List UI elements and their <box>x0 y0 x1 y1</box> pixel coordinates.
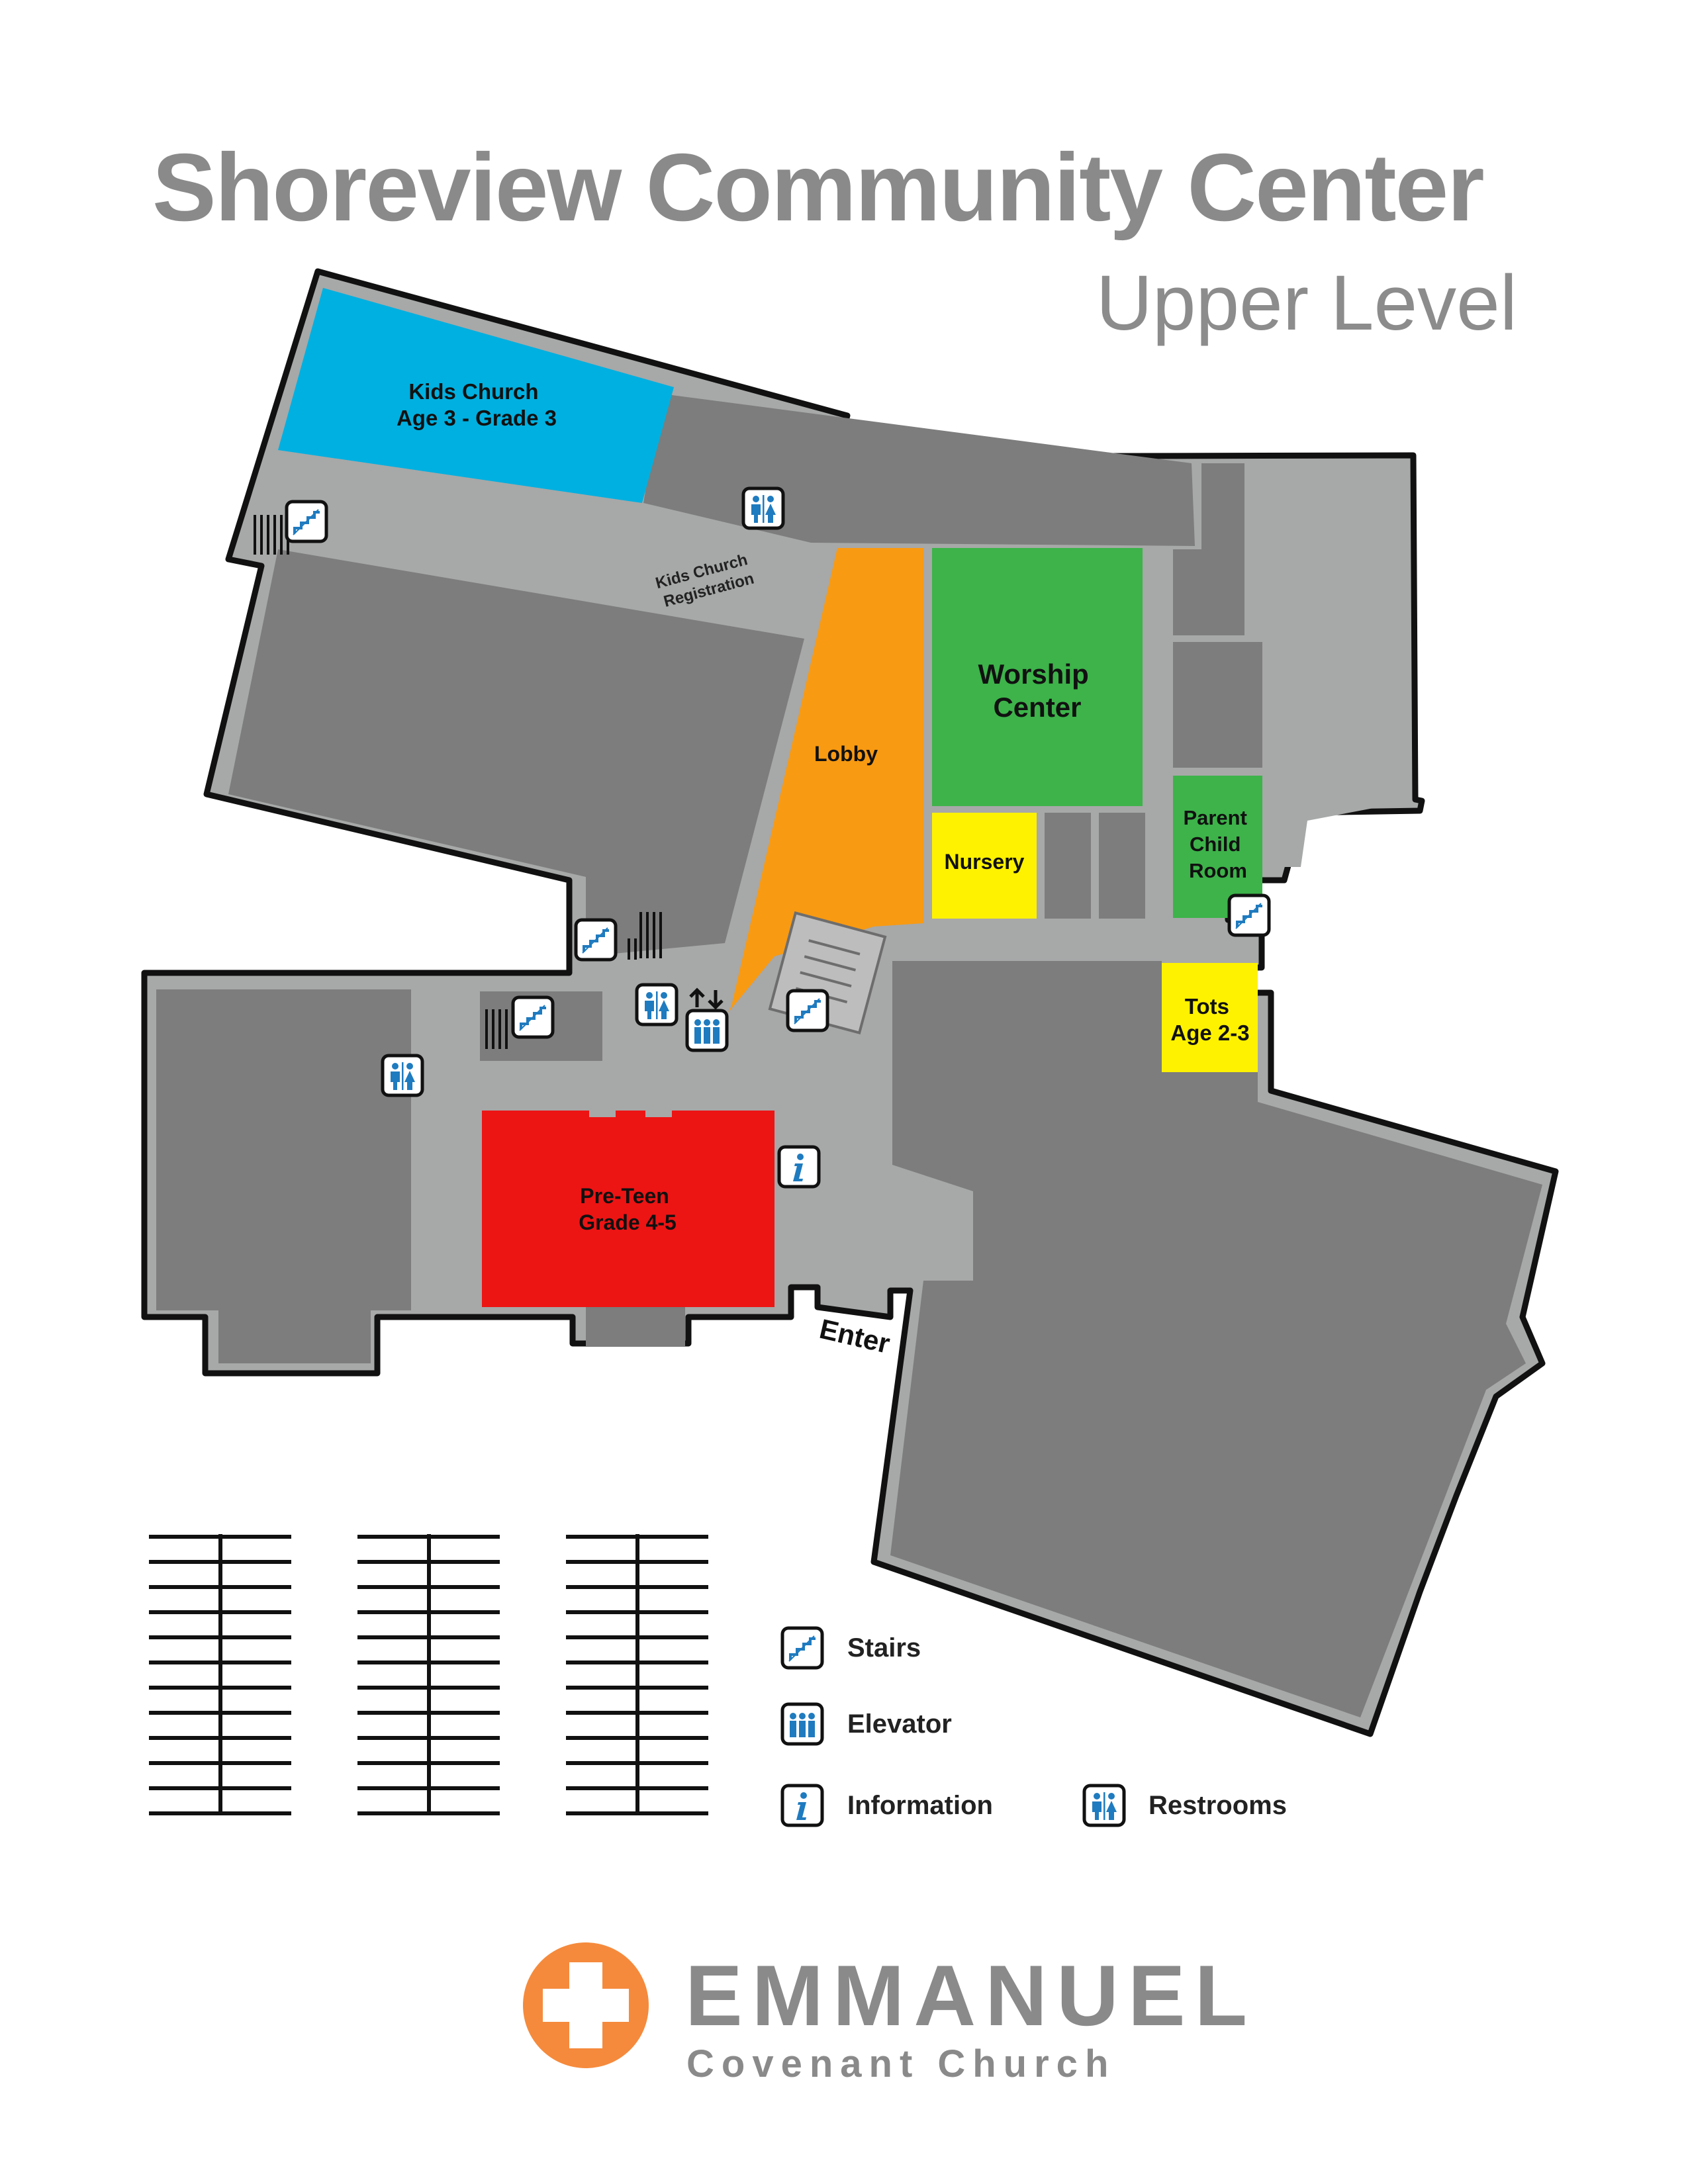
room-storage-1 <box>1045 813 1091 919</box>
elevator-arrows-icon <box>689 987 724 1010</box>
room-east-top <box>1173 549 1244 635</box>
legend: Stairs Elevator Information Restrooms <box>782 1628 1287 1825</box>
level-subtitle: Upper Level <box>1096 259 1517 347</box>
room-storage-2 <box>1099 813 1145 919</box>
room-entry-south <box>586 1307 685 1347</box>
room-lobby <box>728 548 923 1013</box>
nursery-label: Nursery <box>945 850 1025 874</box>
page-title: Shoreview Community Center <box>152 134 1485 241</box>
enter-label: Enter <box>817 1313 893 1359</box>
stairs-icon[interactable] <box>1229 895 1269 935</box>
parking-lot-east <box>566 1534 708 1815</box>
information-icon[interactable] <box>779 1147 819 1187</box>
restroom-icon[interactable] <box>383 1056 422 1095</box>
legend-stairs-label: Stairs <box>847 1633 921 1662</box>
restroom-icon[interactable] <box>743 488 783 528</box>
worship-center-label: Worship Center <box>978 659 1097 723</box>
parking-lot-center <box>357 1534 500 1815</box>
room-tots <box>1162 963 1258 1072</box>
parent-child-room-label: Parent Child Room <box>1183 806 1252 882</box>
room-kids-church <box>278 288 674 503</box>
room-southwest-2 <box>218 1224 371 1363</box>
room-nursery <box>932 813 1037 919</box>
information-icon <box>782 1786 822 1825</box>
orange-cross-logo <box>523 1942 649 2068</box>
room-east-mid <box>1173 642 1262 768</box>
room-east-corridor-end <box>1268 463 1409 867</box>
legend-information-label: Information <box>847 1791 993 1820</box>
stair-treads-center <box>628 912 662 960</box>
parking-lot-west <box>149 1534 291 1815</box>
restroom-icon[interactable] <box>637 985 677 1024</box>
pre-teen-label: Pre-Teen Grade 4-5 <box>579 1184 677 1234</box>
stairs-icon[interactable] <box>788 991 827 1030</box>
room-gymnasium-west <box>228 549 804 956</box>
logo-name: EMMANUEL <box>685 1947 1257 2044</box>
elevator-icon[interactable] <box>687 1011 727 1050</box>
legend-elevator-label: Elevator <box>847 1709 952 1739</box>
stairs-icon[interactable] <box>513 997 553 1037</box>
logo-tagline: Covenant Church <box>686 2042 1116 2085</box>
stairs-icon[interactable] <box>576 920 616 960</box>
kids-church-label: Kids Church Age 3 - Grade 3 <box>397 379 557 430</box>
elevator-icon <box>782 1704 822 1744</box>
stairs-icon <box>782 1628 822 1668</box>
stair-treads-nw <box>254 515 289 555</box>
stair-treads-west <box>485 1009 508 1049</box>
tots-label: Tots Age 2-3 <box>1170 994 1249 1045</box>
stairs-icon[interactable] <box>287 502 326 541</box>
lobby-label: Lobby <box>814 742 878 766</box>
room-pre-teen <box>482 1111 774 1307</box>
legend-restrooms-label: Restrooms <box>1149 1791 1287 1820</box>
restroom-icon <box>1084 1786 1124 1825</box>
room-gymnasium-east <box>890 961 1542 1717</box>
room-worship-center <box>932 548 1143 806</box>
